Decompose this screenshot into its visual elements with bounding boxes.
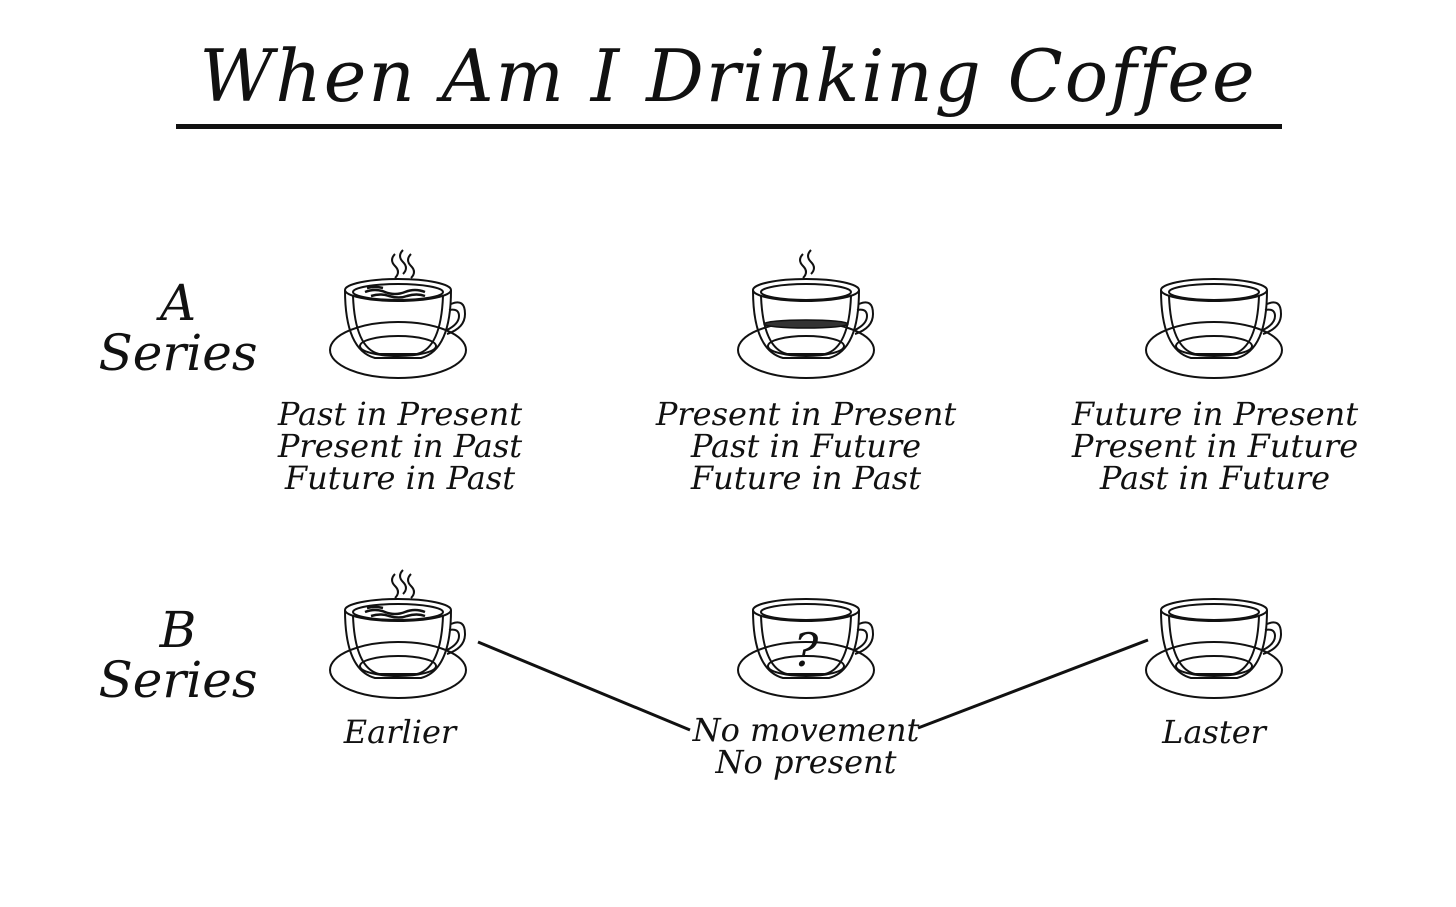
b3-caption: Laster	[1114, 716, 1314, 748]
cup-b1-full-icon	[329, 569, 467, 699]
title-underline	[176, 124, 1282, 129]
a1-caption-line-3: Future in Past	[284, 459, 516, 497]
question-mark: ?	[794, 623, 819, 677]
a3-caption: Future in Present Present in Future Past…	[1032, 398, 1398, 494]
b3-caption-line-1: Laster	[1162, 713, 1266, 751]
cup-b3-empty-icon	[1145, 598, 1283, 699]
cup-b2-question-icon: ?	[737, 598, 875, 699]
a1-caption-line-2: Present in Past	[277, 427, 523, 465]
cup-a1-full-icon	[329, 249, 467, 379]
b2-caption: No movement No present	[676, 714, 936, 778]
a2-caption-line-2: Past in Future	[690, 427, 922, 465]
b1-caption-line-1: Earlier	[343, 713, 457, 751]
a-series-word: Series	[98, 324, 258, 382]
connector-line-right	[917, 638, 1149, 730]
b-series-letter: B	[159, 601, 197, 659]
b2-caption-line-2: No present	[715, 743, 897, 781]
b-series-word: Series	[98, 651, 258, 709]
page-title: When Am I Drinking Coffee	[199, 34, 1257, 118]
b1-caption: Earlier	[300, 716, 500, 748]
a1-caption: Past in Present Present in Past Future i…	[230, 398, 570, 494]
cup-a3-empty-icon	[1145, 278, 1283, 379]
b2-caption-line-1: No movement	[692, 711, 920, 749]
a2-caption-line-3: Future in Past	[690, 459, 922, 497]
a3-caption-line-2: Present in Future	[1071, 427, 1359, 465]
a2-caption-line-1: Present in Present	[655, 395, 957, 433]
a3-caption-line-1: Future in Present	[1071, 395, 1359, 433]
a3-caption-line-3: Past in Future	[1099, 459, 1331, 497]
cup-a2-half-icon	[737, 249, 875, 379]
a2-caption: Present in Present Past in Future Future…	[620, 398, 992, 494]
a1-caption-line-1: Past in Present	[277, 395, 523, 433]
b-series-label: B Series	[78, 605, 278, 705]
a-series-label: A Series	[78, 278, 278, 378]
connector-line-left	[477, 640, 691, 732]
a-series-letter: A	[159, 274, 197, 332]
